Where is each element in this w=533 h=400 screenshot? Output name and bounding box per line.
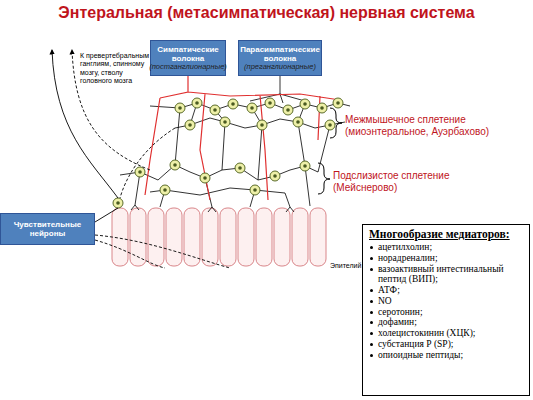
box-subtitle: (преганглионарные): [244, 63, 316, 72]
item-text: холецистокинин (ХЦК);: [378, 328, 475, 338]
plexus-label: Подслизистое сплетение (Мейснерово): [333, 170, 463, 194]
neuron: [325, 120, 335, 130]
item-text: вазоактивный интестинальный пептид (ВИП)…: [378, 264, 504, 285]
neuron: [200, 173, 210, 183]
item-text: АТФ;: [378, 285, 400, 295]
epithelial-cell: [310, 208, 326, 266]
bullet-dot: [370, 289, 373, 292]
epithelial-cell: [274, 208, 290, 266]
list-item: опиоидные пептиды;: [369, 350, 525, 361]
sensory-neuron: [113, 198, 123, 208]
epithelial-cell: [220, 208, 236, 266]
nerve-net: [120, 76, 350, 212]
item-text: норадреналин;: [378, 253, 438, 263]
box-heading: Парасимпатические волокна: [240, 45, 320, 63]
dashed-fiber: [95, 235, 230, 268]
list-item: субстанция Р (SP);: [369, 339, 525, 350]
fiber-ending: [131, 205, 294, 212]
neuron: [192, 98, 202, 108]
curly-bracket: [330, 108, 342, 138]
epithelial-cell: [148, 208, 164, 266]
neuron: [265, 98, 275, 108]
sympathetic-fiber: [145, 76, 340, 200]
sensory-box: Чувствительные нейроны: [0, 213, 95, 245]
diagram-title: Энтеральная (метасимпатическая) нервная …: [0, 4, 533, 22]
neuron: [228, 99, 238, 109]
plexus-label: Межмышечное сплетение (миоэнтеральное, А…: [345, 114, 530, 138]
fiber-box: Парасимпатические волокна(преганглионарн…: [238, 40, 322, 76]
list-heading: Многообразие медиаторов:: [369, 228, 525, 241]
neuron: [247, 103, 257, 113]
box-heading: Симпатические волокна: [153, 45, 223, 63]
bullet-dot: [370, 257, 373, 260]
neuron: [160, 185, 170, 195]
bullet-dot: [370, 246, 373, 249]
fiber-box: Симпатические волокна(постганглионарные): [150, 40, 226, 76]
bullet-dot: [370, 268, 373, 271]
list-item: норадреналин;: [369, 253, 525, 264]
mediator-list-box: Многообразие медиаторов:ацетилхолин;нора…: [362, 224, 530, 396]
submucosal-fiber: [120, 165, 318, 180]
epithelial-cell: [112, 208, 128, 266]
dashed-fiber: [120, 128, 175, 198]
neuron: [317, 103, 327, 113]
parasympathetic-fiber: [250, 76, 305, 103]
list-item: дофамин;: [369, 317, 525, 328]
bullet-dot: [370, 332, 373, 335]
neuron: [300, 99, 310, 109]
box-heading: Чувствительные нейроны: [3, 220, 92, 238]
brackets: [318, 108, 342, 194]
afferent-arrow: [72, 50, 150, 170]
list-item: вазоактивный интестинальный пептид (ВИП)…: [369, 264, 525, 285]
list-item: ацетилхолин;: [369, 242, 525, 253]
neurons: [113, 98, 343, 208]
interplexus-fiber: [175, 108, 330, 180]
neuron: [283, 105, 293, 115]
item-text: дофамин;: [378, 317, 417, 327]
neuron: [185, 120, 195, 130]
neuron: [257, 120, 267, 130]
item-text: ацетилхолин;: [378, 242, 432, 252]
bullet-dot: [370, 300, 373, 303]
neuron: [175, 103, 185, 113]
epithelial-cell: [292, 208, 308, 266]
sympathetic-fibers: [145, 76, 340, 200]
epithelial-cell: [184, 208, 200, 266]
neuron: [270, 171, 280, 181]
item-text: опиоидные пептиды;: [378, 350, 463, 360]
item-text: серотонин;: [378, 307, 423, 317]
list-item: АТФ;: [369, 285, 525, 296]
bullet-dot: [370, 311, 373, 314]
list-item: холецистокинин (ХЦК);: [369, 328, 525, 339]
neuron: [220, 117, 230, 127]
list-item: NO: [369, 296, 525, 307]
myenteric-link: [190, 103, 305, 125]
sensory-fiber: [95, 208, 118, 222]
epithelial-cell: [166, 208, 182, 266]
bullet-dot: [370, 321, 373, 324]
item-text: NO: [378, 296, 392, 306]
neuron: [293, 117, 303, 127]
bullet-dot: [370, 354, 373, 357]
neuron: [235, 163, 245, 173]
pathway-note: К превертебральным ганглиям, спинному мо…: [80, 52, 150, 86]
mucosal-fiber: [135, 166, 310, 207]
epithelium: [112, 208, 326, 266]
neuron: [135, 167, 145, 177]
item-text: субстанция Р (SP);: [378, 339, 453, 349]
epithelial-cell: [256, 208, 272, 266]
tissue-label: Эпителий: [330, 262, 370, 270]
neuron: [333, 98, 343, 108]
box-subtitle: (постганглионарные): [149, 63, 227, 72]
neuron: [170, 160, 180, 170]
epithelial-cell: [202, 208, 218, 266]
neuron: [250, 185, 260, 195]
neuron: [210, 105, 220, 115]
list-item: серотонин;: [369, 307, 525, 318]
curly-bracket: [318, 163, 330, 194]
bullet-dot: [370, 343, 373, 346]
neuron: [300, 161, 310, 171]
epithelial-cell: [238, 208, 254, 266]
